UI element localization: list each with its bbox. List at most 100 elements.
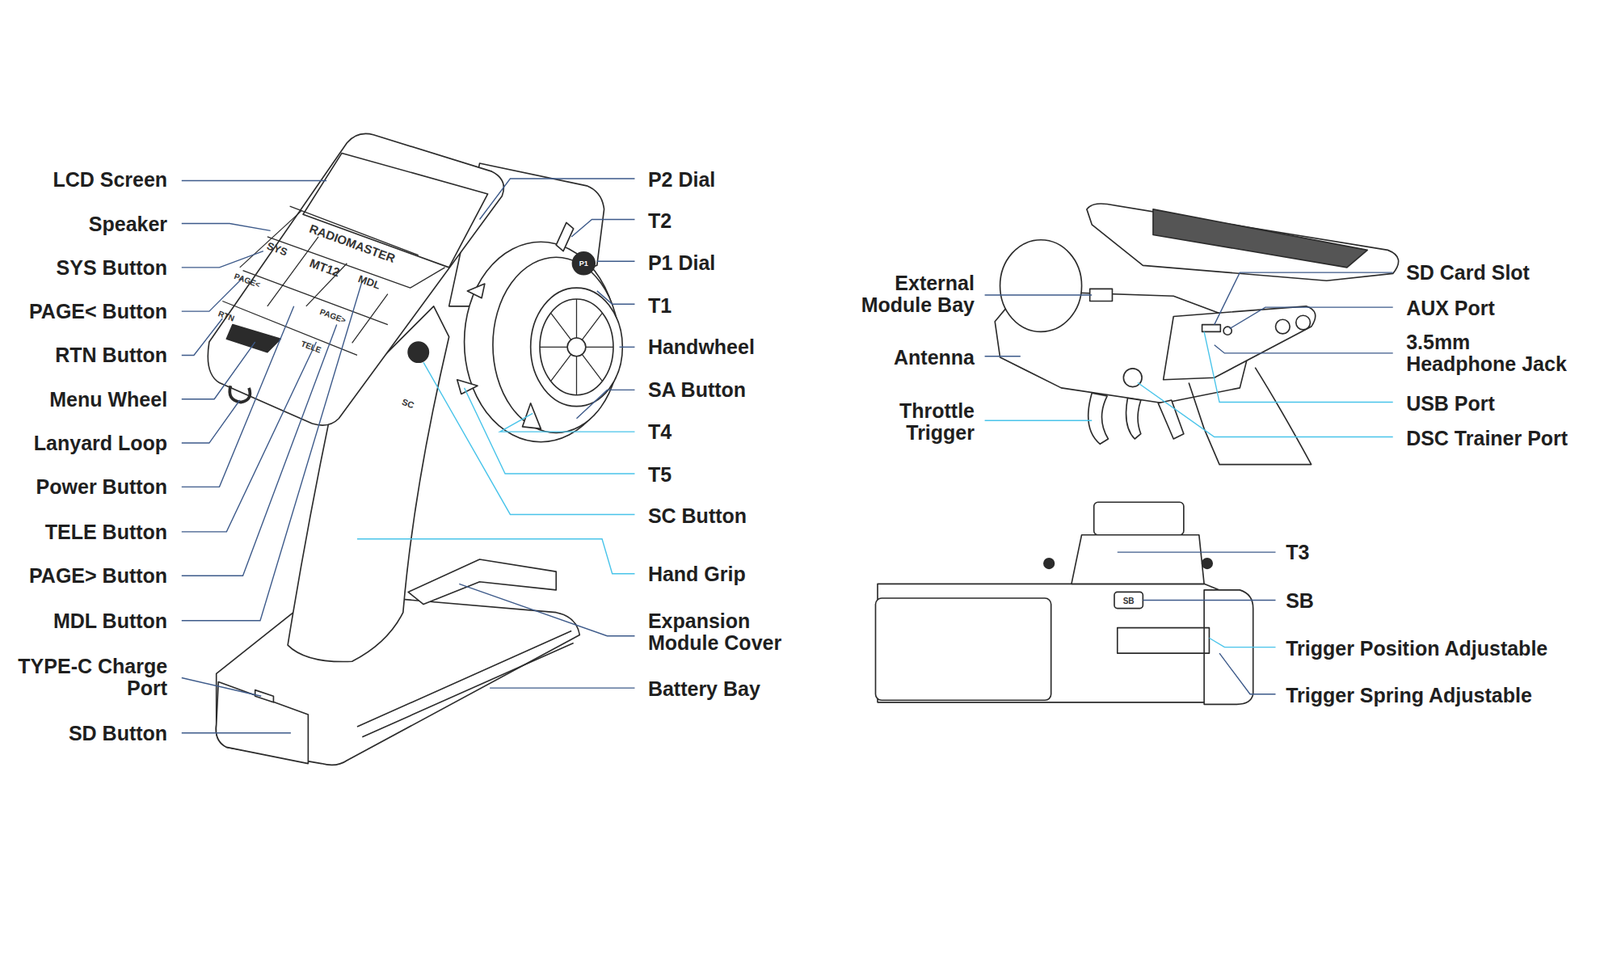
leader-line: [1117, 551, 1276, 552]
module-bay-latch: [1090, 288, 1113, 301]
part-label: P1 Dial: [648, 251, 716, 274]
leader-line: [1208, 637, 1276, 647]
leader-line: [576, 389, 635, 418]
part-label: PAGE< Button: [29, 300, 168, 323]
menu-wheel: [226, 324, 281, 353]
leader-line: [1229, 307, 1394, 329]
side-triggers: [1088, 392, 1184, 444]
part-label: SYS Button: [56, 256, 169, 278]
wheel-spokes: [539, 298, 614, 396]
leader-line: [1142, 599, 1276, 601]
leader-line: [458, 583, 635, 636]
jack: [1296, 315, 1311, 330]
part-label: RTN Button: [54, 344, 168, 367]
part-label: SC Button: [648, 504, 747, 527]
leader-line: [181, 277, 244, 312]
leader-line: [985, 420, 1093, 422]
part-label: T1: [648, 294, 672, 316]
sb-switch: [1114, 591, 1143, 608]
t1-switch: [467, 283, 485, 299]
trigger-mechanism: [1117, 627, 1210, 654]
t2-switch: [555, 222, 573, 251]
part-label: T3: [1285, 541, 1310, 564]
usb-port: [1202, 324, 1222, 333]
leader-line: [985, 355, 1021, 357]
part-label: TELE Button: [45, 520, 168, 543]
leader-line: [1214, 345, 1394, 354]
sc-knob: [408, 341, 429, 363]
leader-line: [181, 677, 262, 696]
part-label: Lanyard Loop: [33, 432, 168, 455]
leader-line: [181, 400, 240, 443]
part-label: Hand Grip: [648, 562, 746, 585]
part-label: T4: [648, 421, 672, 443]
part-label: SB: [1285, 589, 1314, 611]
part-label: Handwheel: [648, 336, 755, 358]
expansion-cover: [408, 559, 556, 605]
handwheel: [530, 287, 624, 406]
leader-line: [1204, 331, 1394, 402]
part-label: T5: [648, 463, 672, 486]
handwheel-rim: [539, 298, 614, 396]
part-label: USB Port: [1406, 391, 1495, 414]
bottom-knob: [1094, 501, 1184, 535]
side-grip: [1188, 367, 1312, 465]
bottom-knob-left: [1044, 558, 1055, 569]
side-wheel: [1000, 240, 1083, 333]
part-label: External Module Bay: [841, 272, 975, 316]
part-label: 3.5mm Headphone Jack: [1406, 331, 1576, 375]
jack: [1275, 319, 1291, 334]
leader-line: [181, 223, 271, 232]
part-label: T2: [648, 209, 672, 232]
leader-line: [480, 178, 636, 220]
part-label: Antenna: [893, 345, 975, 368]
leader-line: [181, 318, 224, 355]
leader-line: [181, 341, 256, 400]
side-keys: [1153, 209, 1368, 268]
leader-line: [181, 341, 317, 532]
part-label: Power Button: [36, 475, 169, 498]
part-label: Trigger Spring Adjustable: [1285, 683, 1533, 706]
part-label: SA Button: [648, 378, 746, 401]
part-label: P2 Dial: [648, 168, 716, 191]
leader-line: [464, 387, 636, 474]
leader-line: [181, 180, 327, 182]
t4-switch: [522, 403, 542, 430]
bottom-pod: [1071, 534, 1205, 585]
charge-port: [255, 690, 274, 703]
leader-line: [571, 219, 635, 237]
leader-line: [985, 294, 1093, 295]
part-label: SD Card Slot: [1406, 261, 1530, 284]
leader-line: [181, 324, 337, 577]
leader-line: [1214, 272, 1394, 325]
part-label: Battery Bay: [648, 677, 761, 700]
part-label: Expansion Module Cover: [648, 610, 802, 654]
leader-line: [489, 686, 635, 688]
battery-bay-front: [215, 682, 308, 764]
t5-switch: [457, 379, 478, 395]
device-text: SB: [1123, 595, 1135, 605]
part-label: Throttle Trigger: [877, 400, 975, 444]
base-groove: [357, 630, 572, 727]
leader-line: [423, 362, 635, 514]
lcd-screen: [303, 152, 489, 267]
part-label: TYPE-C Charge Port: [5, 655, 168, 699]
leader-line: [357, 538, 635, 574]
side-panel: [1163, 306, 1316, 380]
part-label: PAGE> Button: [29, 564, 168, 587]
leader-line: [597, 261, 636, 262]
part-label: MDL Button: [53, 609, 168, 632]
part-label: Trigger Position Adjustable: [1285, 636, 1548, 659]
wheel-hub: [567, 337, 586, 357]
head-housing: [207, 133, 504, 426]
leader-line: [597, 290, 636, 304]
side-head: [1086, 203, 1399, 281]
part-label: Speaker: [88, 212, 168, 235]
base-groove: [362, 643, 573, 737]
p1-dial: [572, 252, 595, 275]
leader-line: [181, 732, 291, 733]
part-label: LCD Screen: [52, 168, 168, 191]
leader-line: [1219, 652, 1276, 695]
